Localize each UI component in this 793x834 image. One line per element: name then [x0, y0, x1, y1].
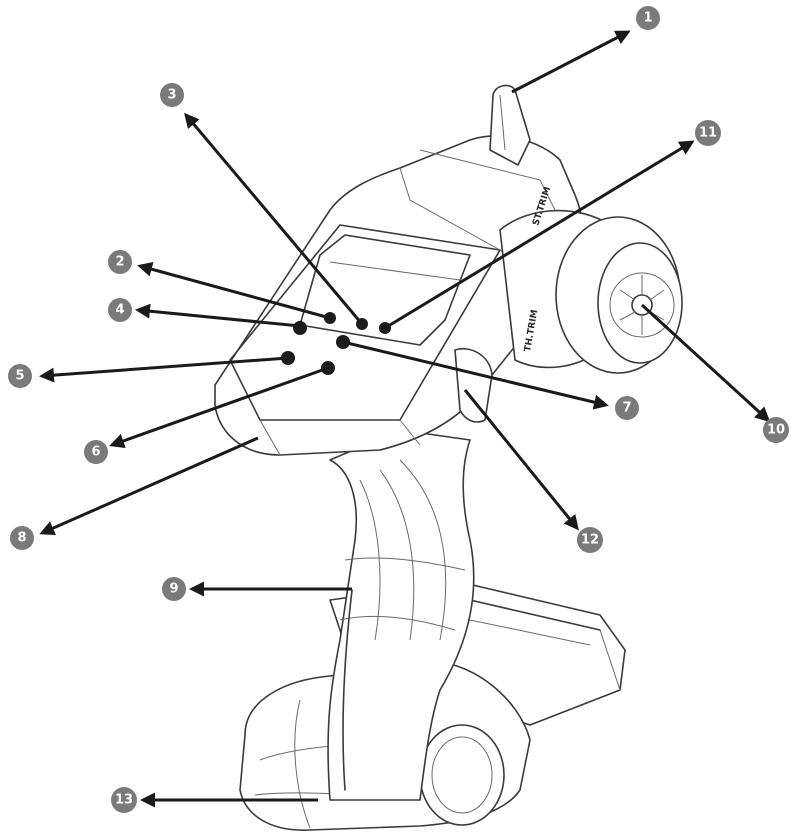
- callout-badge-12: 12: [577, 527, 603, 553]
- svg-text:11: 11: [699, 126, 717, 141]
- callout-badge-4: 4: [108, 298, 132, 322]
- svg-text:1: 1: [643, 11, 652, 26]
- svg-text:12: 12: [581, 533, 599, 548]
- svg-text:5: 5: [15, 369, 24, 384]
- callout-badge-9: 9: [162, 577, 186, 601]
- svg-text:10: 10: [767, 423, 785, 438]
- arrow-11: [384, 140, 695, 330]
- svg-text:8: 8: [17, 531, 26, 546]
- pistol-grip: [327, 429, 475, 801]
- callout-badge-10: 10: [763, 417, 789, 443]
- arrow-3: [184, 112, 364, 325]
- svg-text:7: 7: [622, 401, 631, 416]
- throttle-trigger: [454, 348, 493, 423]
- button-4: [293, 321, 307, 335]
- callout-badge-13: 13: [111, 787, 137, 813]
- transmitter-illustration: ST.TRIM TH.TRIM: [214, 84, 683, 831]
- antenna: [489, 84, 531, 166]
- callout-badge-5: 5: [8, 364, 32, 388]
- callout-badge-7: 7: [615, 396, 639, 420]
- svg-text:9: 9: [169, 582, 178, 597]
- svg-text:2: 2: [115, 255, 124, 270]
- callout-badges: 1 2 3 4 5 6 7 8 9 10 11: [8, 6, 789, 813]
- arrow-10: [640, 303, 771, 423]
- callout-badge-2: 2: [108, 250, 132, 274]
- callout-badge-3: 3: [160, 83, 184, 107]
- callout-badge-11: 11: [695, 120, 721, 146]
- svg-text:13: 13: [115, 793, 133, 808]
- callout-badge-8: 8: [10, 526, 34, 550]
- callout-badge-1: 1: [636, 6, 660, 30]
- arrow-12: [463, 389, 579, 531]
- arrow-7: [342, 340, 609, 410]
- arrow-8: [39, 436, 259, 536]
- arrow-5: [39, 356, 289, 383]
- steering-wheel: ST.TRIM TH.TRIM: [499, 186, 683, 374]
- arrow-4: [135, 303, 301, 328]
- arrow-2: [137, 261, 331, 320]
- svg-text:4: 4: [115, 303, 124, 318]
- arrow-6: [109, 366, 329, 449]
- svg-text:3: 3: [167, 88, 176, 103]
- callout-arrows: [39, 30, 771, 808]
- callout-badge-6: 6: [84, 440, 108, 464]
- arrow-1: [511, 30, 631, 94]
- svg-text:6: 6: [91, 445, 100, 460]
